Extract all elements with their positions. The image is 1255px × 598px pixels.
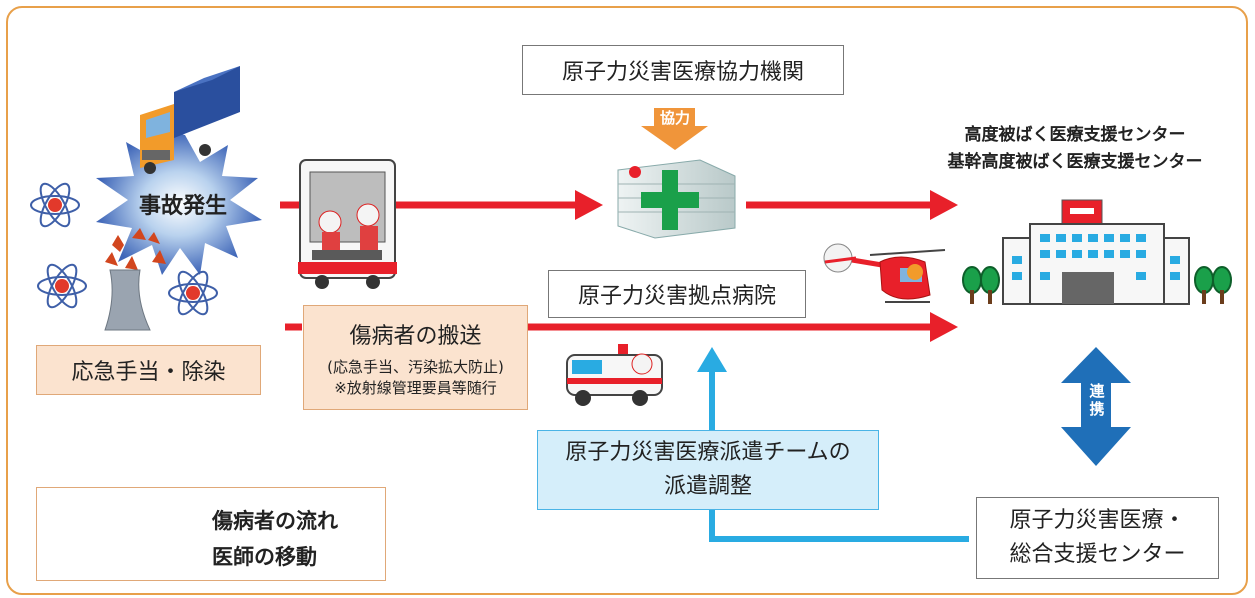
cooperation-arrow: [641, 108, 708, 150]
patient-flow-arrow-top: [280, 190, 603, 220]
atom-icon: [37, 263, 87, 309]
patient-flow-arrow-hospital-to-center: [746, 190, 958, 220]
smoke-stack: [104, 269, 151, 331]
explosion-icon: [96, 132, 262, 275]
tree-icon: [962, 266, 1000, 304]
cooperation-label: 協力: [659, 109, 690, 127]
cooperating-institution-box: 原子力災害医療協力機関: [522, 45, 844, 95]
center-title-2: 基幹高度被ばく医療支援センター: [947, 152, 1203, 172]
coordination-label: 連携: [1089, 382, 1105, 418]
medical-center-icon: [1002, 199, 1190, 305]
atom-icon: [168, 270, 218, 316]
accident-label: 事故発生: [138, 194, 227, 219]
support-center-line-1: 原子力災害医療・: [1009, 508, 1186, 533]
legend-doctor-movement: 医師の移動: [212, 545, 317, 569]
hospital-icon: [617, 159, 736, 239]
legend-box: [36, 487, 386, 581]
truck-icon: [140, 66, 240, 174]
center-title-1: 高度被ばく医療支援センター: [964, 125, 1186, 145]
ambulance-icon: [566, 344, 663, 406]
tree-icon: [1194, 266, 1232, 304]
atom-icon: [30, 182, 80, 228]
transport-note-1: (応急手当、汚染拡大防止): [327, 357, 504, 376]
transport-note-2: ※放射線管理要員等随行: [334, 378, 497, 397]
dispatch-line-2: 派遣調整: [663, 474, 752, 499]
first-aid-box: 応急手当・除染: [36, 345, 261, 395]
support-center-line-2: 総合支援センター: [1009, 542, 1186, 567]
base-hospital-box: 原子力災害拠点病院: [548, 270, 806, 318]
doctor-movement-arrow: [697, 347, 969, 542]
transport-box: 傷病者の搬送 (応急手当、汚染拡大防止) ※放射線管理要員等随行: [303, 305, 528, 410]
diagram-frame: [6, 6, 1248, 595]
transport-title: 傷病者の搬送: [349, 323, 482, 349]
helicopter-icon: [823, 243, 946, 303]
dispatch-line-1: 原子力災害医療派遣チームの: [565, 440, 851, 465]
patient-flow-arrow-bottom: [285, 312, 958, 342]
legend-patient-flow: 傷病者の流れ: [212, 509, 338, 533]
support-center-box: 原子力災害医療・ 総合支援センター: [976, 497, 1219, 579]
coordination-double-arrow: [1061, 347, 1131, 466]
dispatch-coordination-box: 原子力災害医療派遣チームの 派遣調整: [537, 430, 879, 510]
rescue-vehicle-icon: [298, 159, 397, 289]
